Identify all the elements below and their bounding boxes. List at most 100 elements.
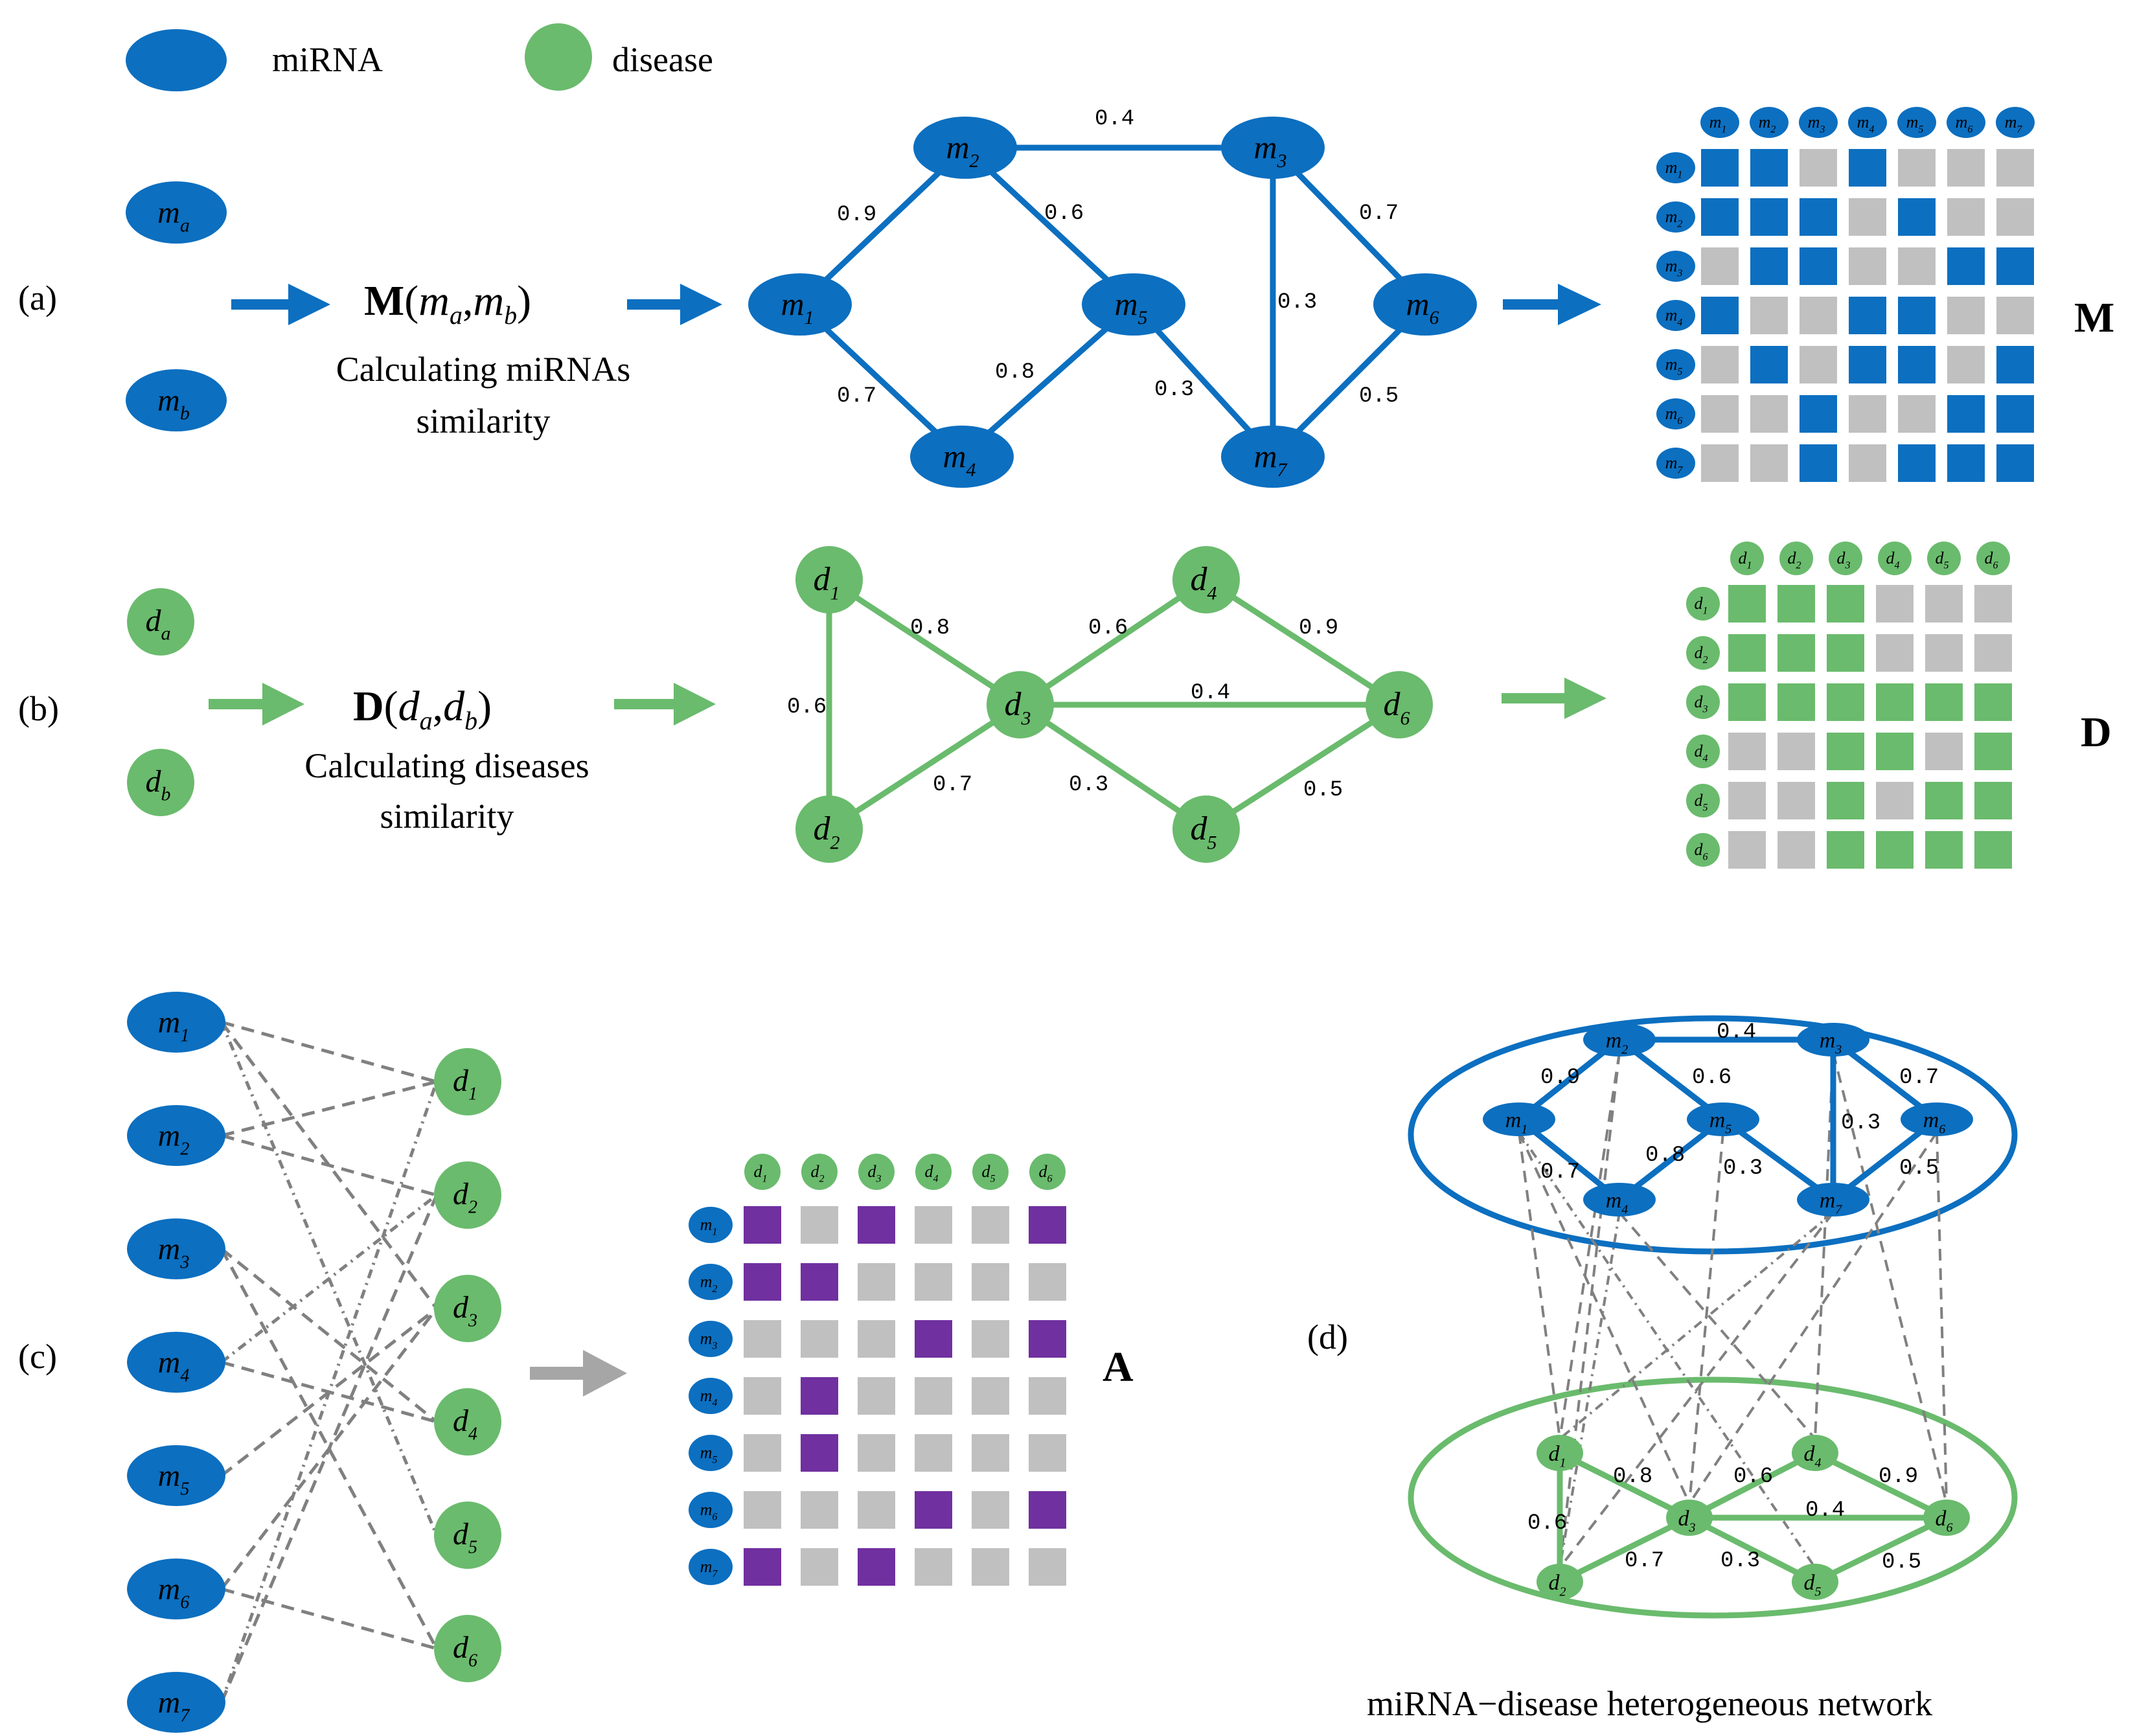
- row-header-label-d4: d4: [1695, 742, 1708, 764]
- inter-layer-edge-m1-d3: [1518, 1132, 1691, 1504]
- edge-weight-m3-m6: 0.7: [1899, 1066, 1939, 1090]
- matrix-cell: [1800, 444, 1837, 482]
- col-header-d5: [972, 1154, 1009, 1190]
- bipartite-node-m5: [127, 1445, 225, 1506]
- col-header-label-d1-base: d: [754, 1162, 763, 1181]
- col-header-label-d2: d2: [1788, 549, 1801, 571]
- node-label-m4-sub: 4: [1621, 1203, 1628, 1217]
- node-label-d3: d3: [1005, 686, 1031, 729]
- col-header-label-m5-sub: 5: [1918, 124, 1923, 135]
- input-label-da: da: [146, 604, 171, 644]
- col-header-label-m6: m6: [1956, 113, 1973, 135]
- edge-weight-d1-d3: 0.8: [1613, 1465, 1652, 1489]
- col-header-d2: [801, 1154, 838, 1190]
- matrix-cell: [1750, 297, 1788, 334]
- formula-m-arg1-sub: a: [450, 301, 463, 330]
- formula-m-arg2: m: [473, 277, 504, 325]
- bipartite-node-m2: [127, 1105, 225, 1166]
- inter-layer-edge-m4-d2: [1559, 1212, 1621, 1568]
- node-label-m3: m3: [1820, 1029, 1842, 1057]
- input-label-db-base: d: [146, 764, 162, 799]
- edge-weight-m4-m5: 0.8: [1645, 1143, 1685, 1168]
- bipartite-node-m6: [127, 1559, 225, 1619]
- node-label-d3: d3: [1678, 1507, 1696, 1535]
- matrix-cell: [1947, 198, 1985, 236]
- edge-weight-m7-m6: 0.5: [1359, 384, 1399, 409]
- edge-weight-d3-d4: 0.6: [1088, 616, 1128, 641]
- col-header-m1: [1700, 107, 1739, 138]
- matrix-cell: [1898, 395, 1936, 433]
- node-m2: [1583, 1023, 1656, 1056]
- row-header-label-m2-base: m: [700, 1272, 713, 1291]
- node-label-m2-base: m: [946, 129, 969, 165]
- edge-weight-m1-m2: 0.9: [837, 203, 876, 227]
- panel-a-caption-2: similarity: [417, 402, 551, 440]
- bipartite-label-d5: d5: [453, 1517, 477, 1557]
- node-label-d2: d2: [1549, 1571, 1566, 1599]
- matrix-cell: [858, 1548, 895, 1586]
- row-header-label-m5-sub: 5: [712, 1454, 717, 1465]
- col-header-label-d4: d4: [925, 1162, 939, 1184]
- edge-d3-d4: [1018, 577, 1208, 707]
- row-header-label-m1-sub: 1: [1677, 169, 1682, 180]
- inter-layer-edge-m1-d1: [1518, 1132, 1561, 1439]
- bipartite-label-m3-sub: 3: [179, 1252, 189, 1272]
- row-header-label-d5-sub: 5: [1703, 802, 1708, 813]
- edge-weight-m4-m5: 0.8: [995, 360, 1034, 385]
- col-header-label-d5-sub: 5: [990, 1173, 996, 1184]
- matrix-cell: [1876, 831, 1914, 869]
- input-label-db: db: [146, 764, 171, 805]
- matrix-cell: [1996, 247, 2034, 285]
- matrix-cell: [744, 1491, 781, 1529]
- edge-weight-d4-d6: 0.9: [1879, 1465, 1918, 1489]
- arrow-right-icon: [1503, 284, 1601, 325]
- node-m5: [1082, 273, 1185, 336]
- bipartite-label-d5-sub: 5: [468, 1537, 477, 1557]
- node-label-m7-base: m: [1253, 438, 1277, 474]
- bipartite-node-m3: [127, 1218, 225, 1279]
- matrix-cell: [1974, 585, 2012, 622]
- col-header-label-m4: m4: [1857, 113, 1875, 135]
- inter-layer-edge-m2-d1: [1559, 1052, 1621, 1439]
- row-header-label-m4-base: m: [700, 1386, 713, 1405]
- col-header-label-d5: d5: [1936, 549, 1949, 571]
- bipartite-label-m4: m4: [158, 1345, 190, 1386]
- col-header-d6: [1976, 542, 2010, 575]
- matrix-cell: [1849, 444, 1886, 482]
- row-header-label-d5: d5: [1695, 791, 1708, 813]
- matrix-cell: [1996, 444, 2034, 482]
- edge-weight-d1-d2: 0.6: [787, 695, 827, 720]
- col-header-label-m7: m7: [2005, 113, 2023, 135]
- node-label-m3: m3: [1253, 129, 1286, 172]
- row-header-label-m4-base: m: [1665, 306, 1678, 325]
- matrix-cell: [801, 1434, 838, 1472]
- formula-d-arg1-sub: a: [420, 706, 433, 735]
- matrix-cell: [801, 1491, 838, 1529]
- association-edge-m2-d2: [221, 1134, 437, 1197]
- edge-weight-m5-m7: 0.3: [1723, 1156, 1763, 1181]
- input-label-mb-sub: b: [180, 402, 190, 424]
- bipartite-label-d6-sub: 6: [468, 1650, 477, 1671]
- col-header-label-d1: d1: [754, 1162, 768, 1184]
- node-label-m1-sub: 1: [1521, 1123, 1527, 1137]
- edge-weight-d4-d6: 0.9: [1299, 616, 1338, 641]
- col-header-label-d3: d3: [1837, 549, 1851, 571]
- bipartite-label-d1-base: d: [453, 1064, 469, 1098]
- edge-weight-d1-d2: 0.6: [1527, 1511, 1567, 1536]
- edge-weight-m1-m4: 0.7: [837, 384, 876, 409]
- node-label-m1: m1: [781, 286, 814, 328]
- row-header-label-m7-base: m: [700, 1557, 713, 1576]
- node-label-d1-base: d: [814, 561, 831, 598]
- bipartite-label-m2-sub: 2: [180, 1139, 189, 1159]
- matrix-cell: [744, 1320, 781, 1358]
- legend: miRNA disease: [126, 23, 713, 91]
- col-header-d2: [1779, 542, 1813, 575]
- node-d6: [1366, 671, 1433, 738]
- row-header-d5: [1686, 784, 1720, 817]
- formula-m-arg2-sub: b: [504, 301, 517, 330]
- matrix-cell: [915, 1434, 952, 1472]
